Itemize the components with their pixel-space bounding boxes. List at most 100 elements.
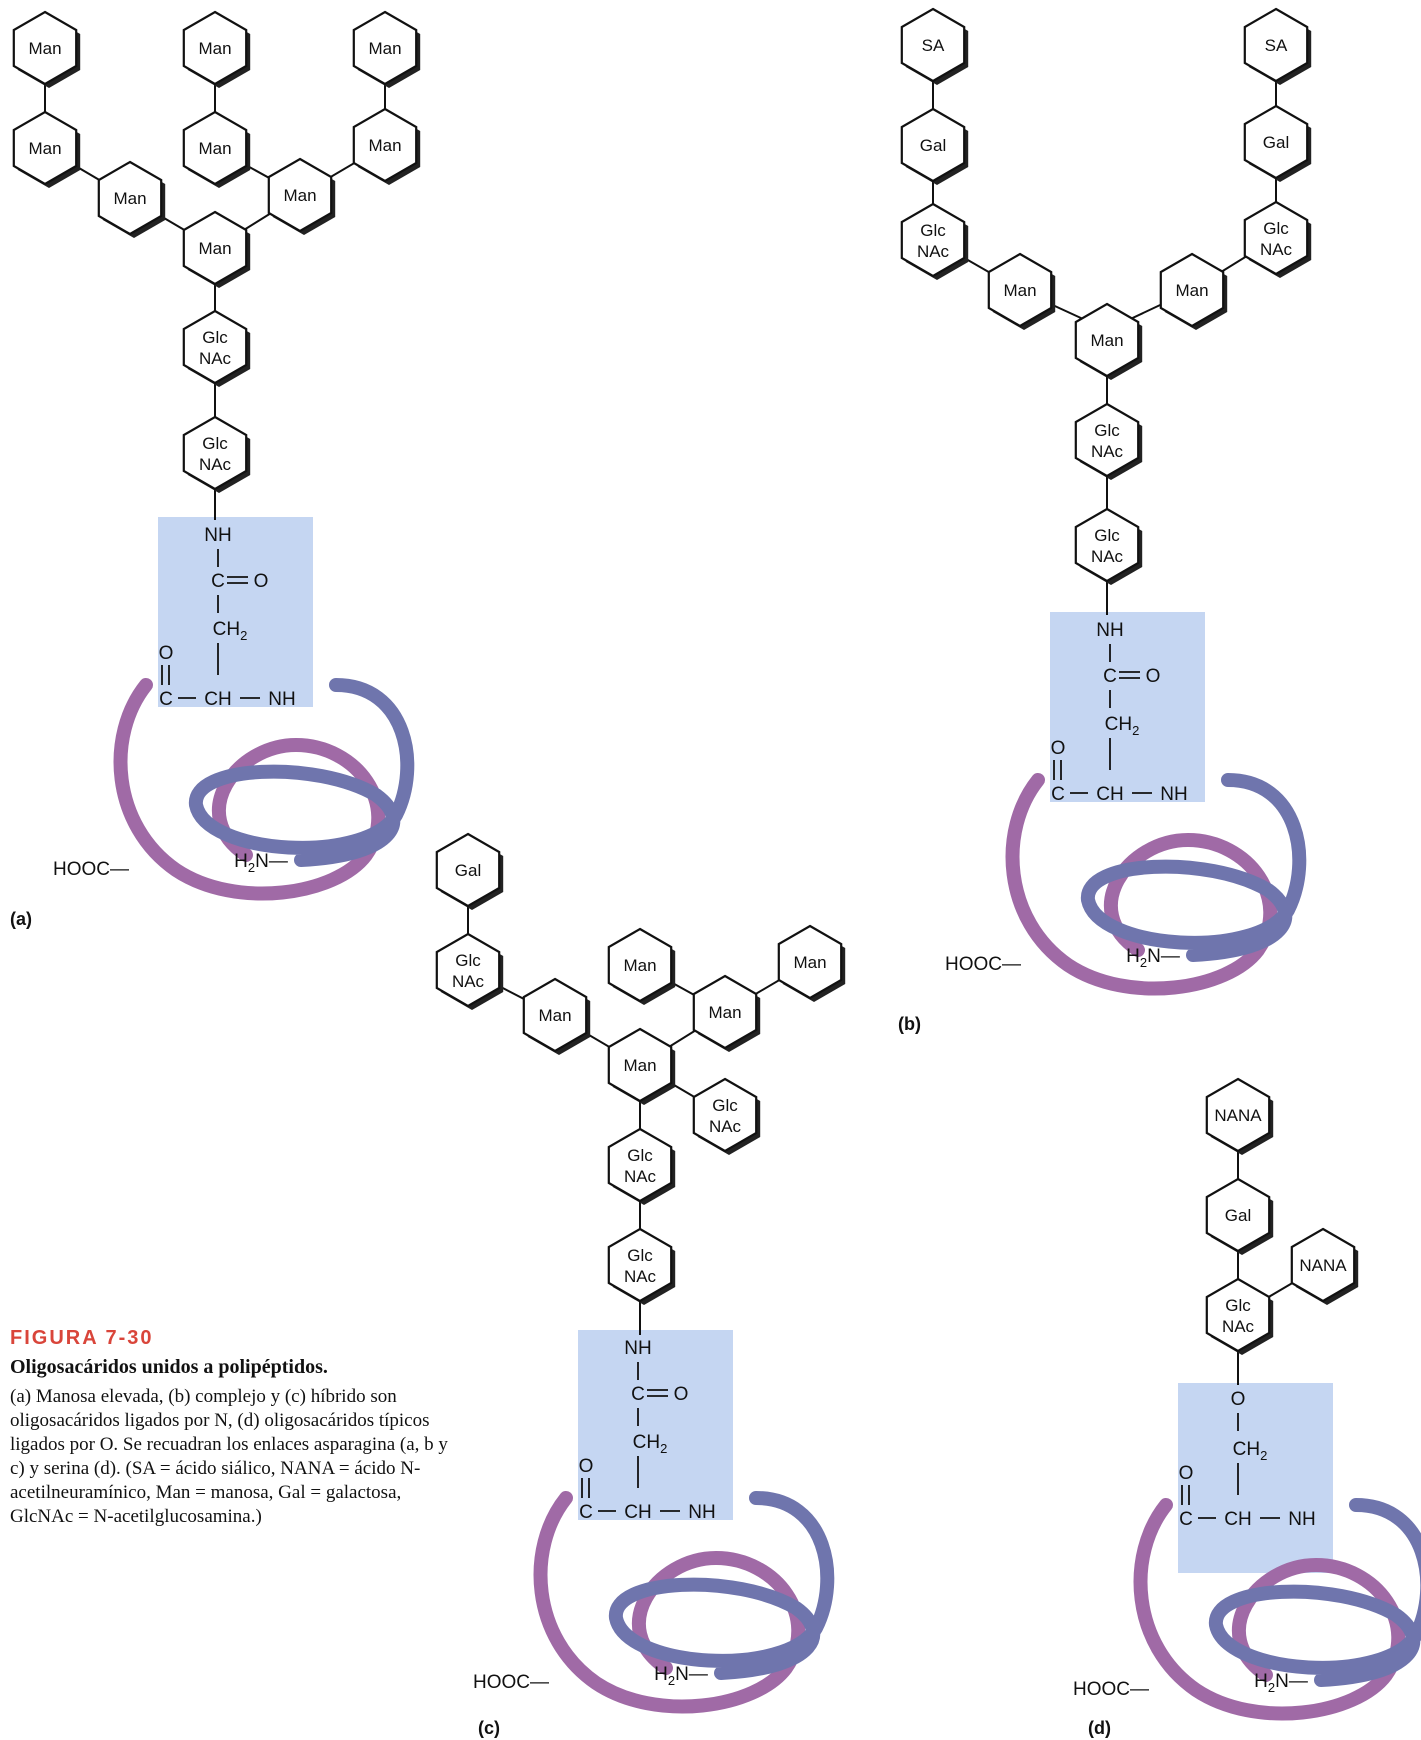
backbone-o: O [1179, 1463, 1194, 1484]
c-g2-glcnac-hexagon: GlcNAc [607, 1227, 676, 1305]
sugar-label-man: Man [198, 239, 231, 258]
c-g1-glcnac-hexagon: GlcNAc [607, 1127, 676, 1205]
sugar-label-man: Man [1175, 281, 1208, 300]
sugar-label-man: Man [708, 1003, 741, 1022]
carbonyl-c: C [1103, 666, 1117, 687]
linkage-box-b [1050, 612, 1205, 802]
c-gn1-glcnac-hexagon: GlcNAc [435, 932, 504, 1010]
alpha-ch: CH [1096, 784, 1123, 805]
sugar-label-man: Man [113, 189, 146, 208]
sugar-label-glc: Glc [627, 1146, 653, 1165]
sugar-label-nac: NAc [1222, 1317, 1255, 1336]
h2n-terminus: H2N— [234, 851, 288, 875]
backbone-nh: NH [1288, 1509, 1315, 1530]
hooc-terminus: HOOC— [945, 954, 1021, 975]
d-nana1-nana-hexagon: NANA [1205, 1077, 1274, 1155]
h2n-terminus: H2N— [1126, 946, 1180, 970]
sugar-label-glc: Glc [627, 1246, 653, 1265]
linkage-box-d [1178, 1383, 1333, 1573]
a-m5-man-hexagon: Man [182, 110, 251, 188]
a-m3-man-hexagon: Man [97, 160, 166, 238]
backbone-nh: NH [1160, 784, 1187, 805]
sugar-label-nac: NAc [709, 1117, 742, 1136]
panel-label-a: (a) [10, 909, 32, 929]
sugar-label-man: Man [368, 39, 401, 58]
b-g1-glcnac-hexagon: GlcNAc [1074, 402, 1143, 480]
panel-labels: (a) (b) (c) (d) [10, 909, 1111, 1738]
b-gn1-glcnac-hexagon: GlcNAc [900, 202, 969, 280]
figure-caption-text: (a) Manosa elevada, (b) complejo y (c) h… [10, 1386, 448, 1527]
sugar-label-man: Man [538, 1006, 571, 1025]
chain-segment-blue [189, 678, 415, 867]
amide-nh: NH [1096, 620, 1123, 641]
sugar-label-glc: Glc [455, 951, 481, 970]
linkage-boxes [158, 517, 1333, 1573]
sugar-label-gal: Gal [920, 136, 946, 155]
chain-segment-blue [1081, 773, 1307, 962]
sugar-label-man: Man [198, 39, 231, 58]
linkage-box-a [158, 517, 313, 707]
sugar-label-man: Man [368, 136, 401, 155]
b-gal1-gal-hexagon: Gal [900, 107, 969, 185]
alpha-ch: CH [624, 1502, 651, 1523]
polypeptide-chains [113, 678, 1421, 1721]
backbone-nh: NH [688, 1502, 715, 1523]
sugar-label-man: Man [623, 956, 656, 975]
sugar-label-man: Man [623, 1056, 656, 1075]
c-man1-man-hexagon: Man [522, 977, 591, 1055]
carbonyl-o: O [1146, 666, 1161, 687]
b-g2-glcnac-hexagon: GlcNAc [1074, 507, 1143, 585]
backbone-o: O [1051, 738, 1066, 759]
sugar-label-man: Man [28, 139, 61, 158]
a-m9-man-hexagon: Man [182, 210, 251, 288]
sugar-label-glc: Glc [1263, 219, 1289, 238]
hooc-terminus: HOOC— [53, 859, 129, 880]
panel-label-d: (d) [1088, 1718, 1111, 1738]
sugar-label-nac: NAc [199, 349, 232, 368]
sugar-label-sa: SA [922, 36, 945, 55]
sugar-label-man: Man [793, 953, 826, 972]
c-man3-man-hexagon: Man [777, 924, 846, 1002]
c-man4-man-hexagon: Man [692, 974, 761, 1052]
polypeptide-chain-d [1133, 1498, 1421, 1721]
backbone-o: O [159, 643, 174, 664]
c-gal-gal-hexagon: Gal [435, 832, 504, 910]
panel-label-b: (b) [898, 1014, 921, 1034]
d-gn-glcnac-hexagon: GlcNAc [1205, 1277, 1274, 1355]
sugar-label-nac: NAc [917, 242, 950, 261]
sugar-label-nac: NAc [1260, 240, 1293, 259]
sugar-label-sa: SA [1265, 36, 1288, 55]
polypeptide-chain-c [533, 1491, 835, 1714]
b-man1-man-hexagon: Man [987, 252, 1056, 330]
polypeptide-chain-a [113, 678, 415, 901]
sugar-label-nac: NAc [624, 1167, 657, 1186]
carbonyl-o: O [254, 571, 269, 592]
c-man5-man-hexagon: Man [607, 1027, 676, 1105]
amide-nh: NH [204, 525, 231, 546]
b-gal2-gal-hexagon: Gal [1243, 104, 1312, 182]
sugar-label-glc: Glc [920, 221, 946, 240]
sugar-label-man: Man [198, 139, 231, 158]
b-sa1-sa-hexagon: SA [900, 7, 969, 85]
hooc-terminus: HOOC— [1073, 1679, 1149, 1700]
backbone-c: C [159, 689, 173, 710]
linkage-box-c [578, 1330, 733, 1520]
a-m1-man-hexagon: Man [12, 10, 81, 88]
a-m2-man-hexagon: Man [12, 110, 81, 188]
backbone-c: C [1051, 784, 1065, 805]
a-m6-man-hexagon: Man [352, 10, 421, 88]
a-m7-man-hexagon: Man [352, 107, 421, 185]
sugar-label-gal: Gal [1263, 133, 1289, 152]
panel-label-c: (c) [478, 1718, 500, 1738]
sugar-label-man: Man [1003, 281, 1036, 300]
d-nana2-nana-hexagon: NANA [1290, 1227, 1359, 1305]
c-man2-man-hexagon: Man [607, 927, 676, 1005]
sugar-label-nac: NAc [199, 455, 232, 474]
b-gn2-glcnac-hexagon: GlcNAc [1243, 200, 1312, 278]
alpha-ch: CH [204, 689, 231, 710]
sugar-label-glc: Glc [202, 328, 228, 347]
b-man2-man-hexagon: Man [1159, 252, 1228, 330]
sugar-label-glc: Glc [1225, 1296, 1251, 1315]
